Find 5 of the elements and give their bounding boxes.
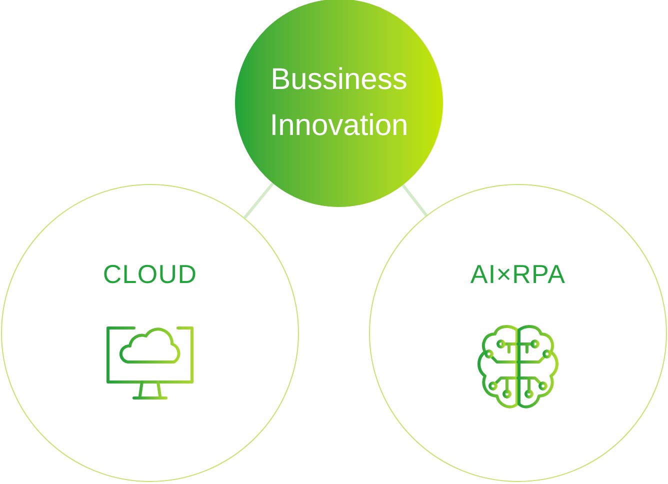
title-text: Bussiness Innovation bbox=[268, 62, 410, 144]
section-title: AI×RPA bbox=[470, 258, 566, 291]
section-title: CLOUD bbox=[102, 258, 198, 291]
connector-line bbox=[402, 184, 428, 216]
connector-line bbox=[243, 182, 274, 219]
